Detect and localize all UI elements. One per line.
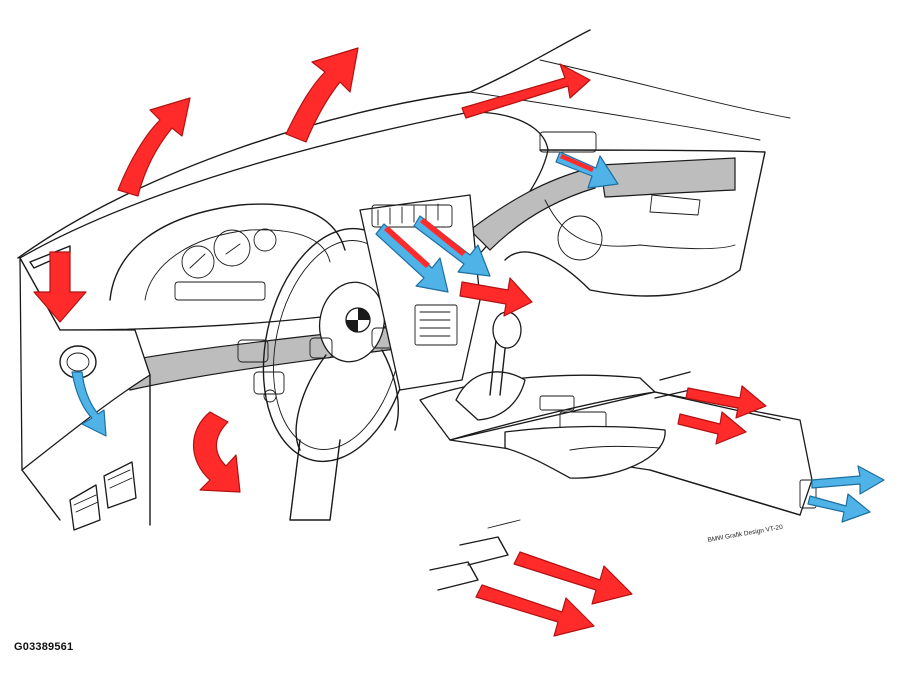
design-credit: BMW Grafik Design VT-20 bbox=[707, 524, 784, 544]
console-rear-upper-arrow bbox=[685, 385, 767, 419]
dashboard-line-art: BMW Grafik Design VT-20 bbox=[17, 29, 817, 591]
center-vent-right-arrow bbox=[459, 277, 533, 317]
console-rear-cool-lower-arrow bbox=[807, 493, 871, 523]
left-vent-arrow bbox=[71, 371, 107, 437]
mixed-air-cores bbox=[384, 154, 594, 268]
console-rear-lower-arrow bbox=[677, 411, 747, 445]
rear-footwell-upper-arrow bbox=[513, 551, 633, 605]
left-vent-down-arrow bbox=[33, 251, 87, 323]
figure-id-label: G03389561 bbox=[14, 641, 74, 653]
rear-footwell-lower-arrow bbox=[475, 584, 595, 637]
defrost-center-arrow bbox=[285, 47, 359, 143]
defrost-left-arrow bbox=[117, 97, 191, 197]
console-rear-cool-upper-arrow bbox=[811, 465, 885, 495]
warm-air-arrows bbox=[33, 47, 767, 637]
side-window-arrow bbox=[461, 63, 591, 119]
footwell-left-arrow bbox=[192, 411, 241, 493]
center-vent-arrow-1 bbox=[375, 223, 449, 293]
